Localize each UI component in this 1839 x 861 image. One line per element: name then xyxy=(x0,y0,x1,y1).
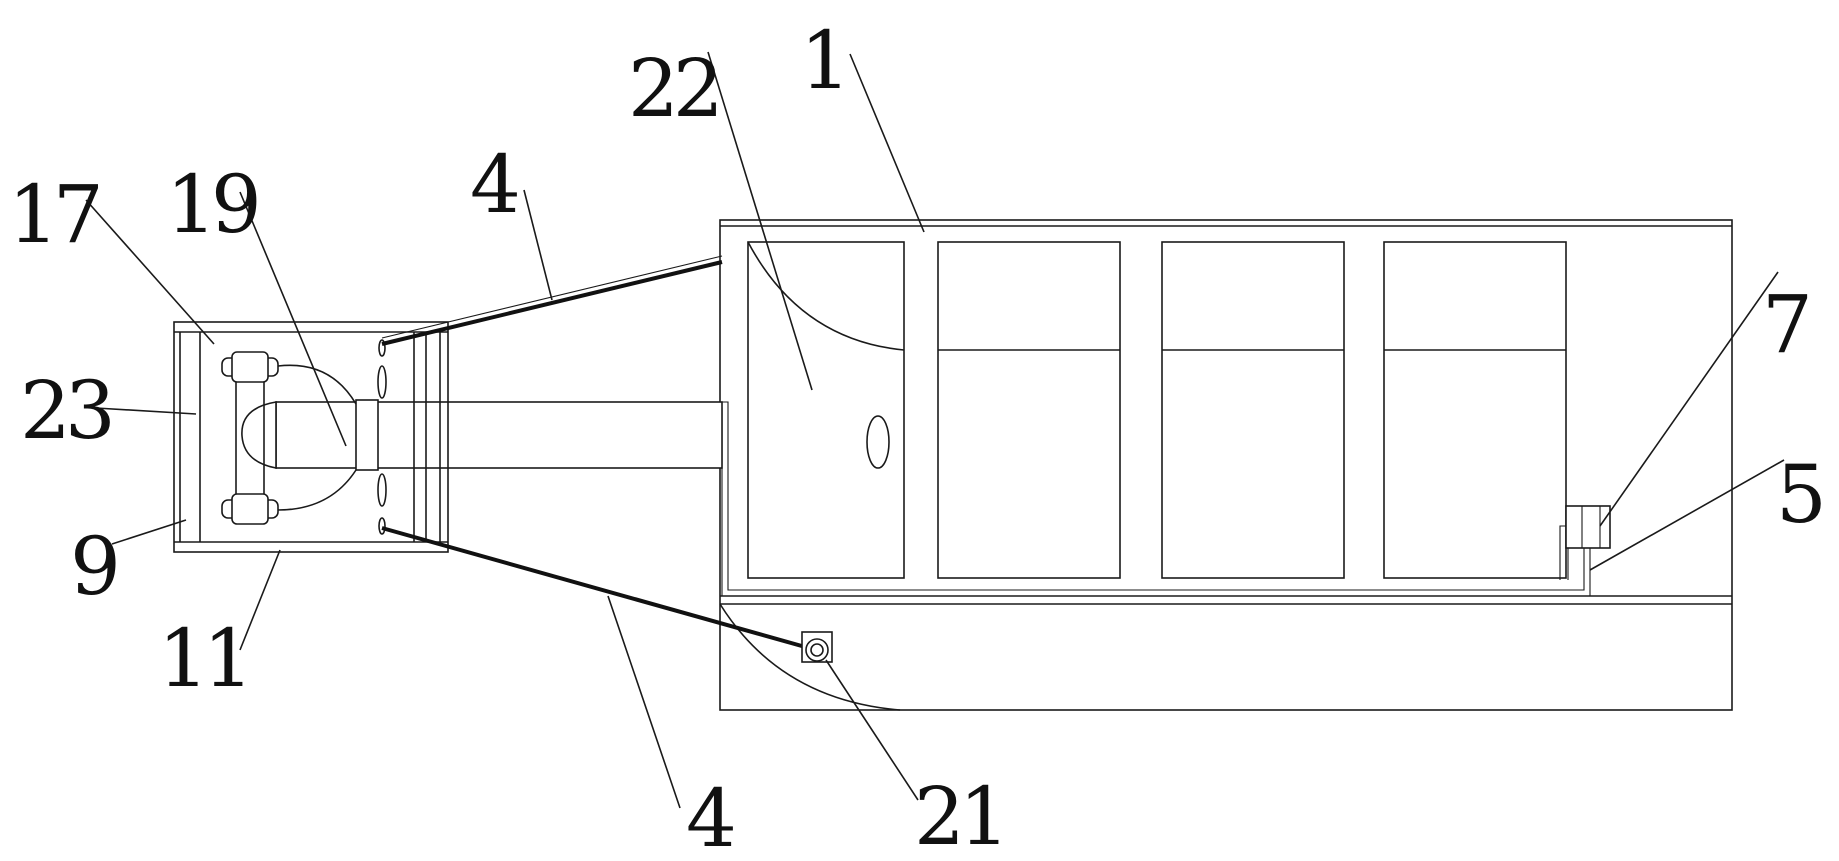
label-1: 1 xyxy=(800,14,845,107)
label-21: 21 xyxy=(914,770,1004,861)
label-4-bottom: 4 xyxy=(686,772,733,861)
label-9: 9 xyxy=(70,520,116,613)
compartments xyxy=(747,241,1567,579)
label-19: 19 xyxy=(166,158,257,251)
leader-lines xyxy=(85,51,1785,809)
label-11: 11 xyxy=(158,612,248,705)
main-body xyxy=(719,219,1733,711)
label-17: 17 xyxy=(8,168,99,261)
roller-assembly xyxy=(221,339,387,535)
pump-box-7 xyxy=(1565,505,1611,549)
frame xyxy=(173,321,449,553)
boom-arm-19 xyxy=(241,401,723,469)
label-4-top: 4 xyxy=(470,138,517,231)
label-5: 5 xyxy=(1776,448,1821,541)
winch-21 xyxy=(801,631,833,663)
label-22: 22 xyxy=(628,42,718,135)
label-7: 7 xyxy=(1762,278,1808,371)
reference-numerals: 1 22 4 17 19 23 9 11 7 5 4 21 xyxy=(8,14,1827,861)
label-23: 23 xyxy=(20,364,110,457)
